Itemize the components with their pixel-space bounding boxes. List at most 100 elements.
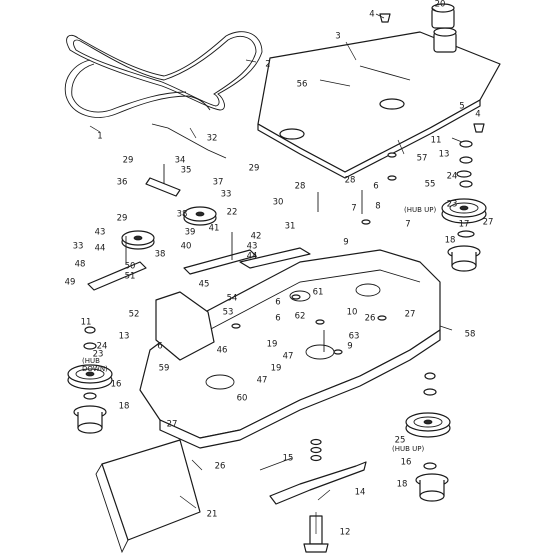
leader-lines <box>89 7 463 534</box>
callout: 25 <box>395 436 406 446</box>
callout: 62 <box>295 312 306 322</box>
drive-belt <box>64 31 263 118</box>
callout: 16 <box>401 458 412 468</box>
callout: 4 <box>475 110 480 120</box>
callout: 2 <box>265 60 270 70</box>
callout: 26 <box>215 462 226 472</box>
callout: 47 <box>283 352 294 362</box>
callout: 38 <box>155 250 166 260</box>
callout: 35 <box>181 166 192 176</box>
callout: 24 <box>447 172 458 182</box>
callout: 32 <box>207 134 218 144</box>
callout: 55 <box>425 180 436 190</box>
callout: 45 <box>199 280 210 290</box>
callout: 11 <box>431 136 442 146</box>
callout: 29 <box>123 156 134 166</box>
pulley-25-right <box>405 412 451 438</box>
callout: 41 <box>209 224 220 234</box>
discharge-chute <box>95 439 201 554</box>
callout: 6 <box>157 342 162 352</box>
callout: 56 <box>297 80 308 90</box>
callout: 50 <box>125 262 136 272</box>
callout: 4 <box>369 10 374 20</box>
callout: 40 <box>181 242 192 252</box>
pulley-38-lower <box>121 230 155 250</box>
note-hub-up-bottom: (HUB UP) <box>392 445 424 453</box>
callout: 61 <box>313 288 324 298</box>
callout: 5 <box>459 102 464 112</box>
callout: 11 <box>81 318 92 328</box>
callout: 48 <box>75 260 86 270</box>
note-hub-down-2: DOWN) <box>82 365 108 373</box>
callout: 6 <box>275 298 280 308</box>
mower-deck <box>139 249 441 449</box>
callout: 28 <box>295 182 306 192</box>
idler-rod <box>151 123 227 159</box>
callout: 59 <box>159 364 170 374</box>
callout: 30 <box>273 198 284 208</box>
callout: 22 <box>227 208 238 218</box>
pulley-23-left <box>67 364 113 390</box>
callout: 63 <box>349 332 360 342</box>
callout: 52 <box>129 310 140 320</box>
callout: 24 <box>97 342 108 352</box>
callout: 27 <box>405 310 416 320</box>
callout: 51 <box>125 272 136 282</box>
callout: 44 <box>247 252 258 262</box>
deck-cover <box>257 3 501 179</box>
callout: 6 <box>373 182 378 192</box>
callout: 20 <box>435 0 446 10</box>
callout: 58 <box>465 330 476 340</box>
hardware <box>83 13 485 470</box>
callout: 9 <box>347 342 352 352</box>
spindle-18-left <box>73 405 107 434</box>
callout: 9 <box>343 238 348 248</box>
note-hub-up-right: (HUB UP) <box>404 206 436 214</box>
pulley-38-upper <box>183 206 217 226</box>
callout: 29 <box>249 164 260 174</box>
callout: 8 <box>375 202 380 212</box>
note-hub-down: (HUB <box>82 357 100 365</box>
callout: 18 <box>445 236 456 246</box>
callout: 21 <box>207 510 218 520</box>
callout: 37 <box>213 178 224 188</box>
callout: 17 <box>459 220 470 230</box>
callout: 14 <box>355 488 366 498</box>
callout: 60 <box>237 394 248 404</box>
callout: 19 <box>271 364 282 374</box>
callout: 33 <box>73 242 84 252</box>
spindle-18-right <box>447 245 481 272</box>
callout: 47 <box>257 376 268 386</box>
idler-assembly-left <box>87 177 311 361</box>
callout: 6 <box>275 314 280 324</box>
callout: 15 <box>283 454 294 464</box>
callout: 13 <box>439 150 450 160</box>
callout: 43 <box>247 242 258 252</box>
callout: 28 <box>345 176 356 186</box>
callout: 57 <box>417 154 428 164</box>
callout: 54 <box>227 294 238 304</box>
callout: 7 <box>351 204 356 214</box>
callout: 27 <box>483 218 494 228</box>
callout: 7 <box>405 220 410 230</box>
callout: 12 <box>340 528 351 538</box>
callout: 42 <box>251 232 262 242</box>
callout: 39 <box>185 228 196 238</box>
callout: 33 <box>221 190 232 200</box>
callout: 19 <box>267 340 278 350</box>
callout: 31 <box>285 222 296 232</box>
callout: 1 <box>97 132 102 142</box>
callout: 23 <box>447 200 458 210</box>
spindle-18-bottom <box>415 473 449 502</box>
callout: 13 <box>119 332 130 342</box>
callout: 26 <box>365 314 376 324</box>
callout: 34 <box>175 156 186 166</box>
callout-labels: 1 2 3 4 4 5 6 6 7 7 8 9 9 10 11 11 12 13… <box>65 0 494 538</box>
blade-and-bolt <box>269 438 367 553</box>
callout: 53 <box>223 308 234 318</box>
callout: 36 <box>117 178 128 188</box>
pulley-23-right <box>441 198 487 224</box>
callout: 3 <box>335 32 340 42</box>
